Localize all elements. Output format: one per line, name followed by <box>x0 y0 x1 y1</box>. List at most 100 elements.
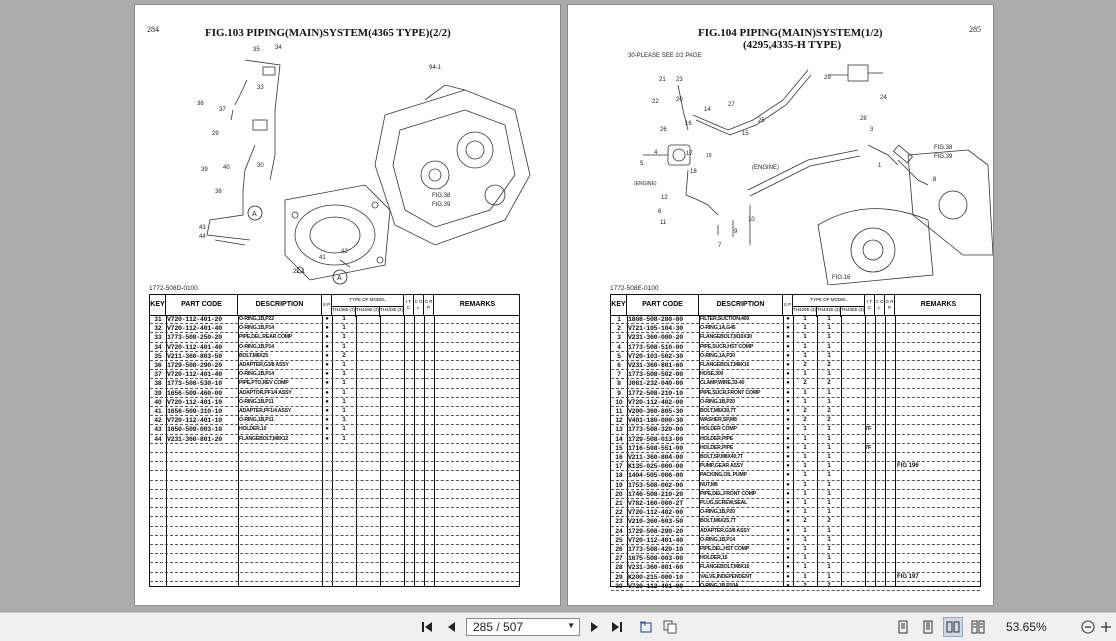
row-qty-1: 1 <box>803 325 807 332</box>
row-description: BOLT,SP,M8X40,7T <box>700 454 744 460</box>
row-description: FLANGEBOLT,M10X30 <box>700 334 752 341</box>
row-sp-mark: ● <box>786 527 790 534</box>
row-sp-mark: ● <box>786 325 790 332</box>
copy-icon[interactable] <box>660 618 680 636</box>
row-qty-1: 2 <box>803 362 807 368</box>
continuous-icon[interactable] <box>918 617 938 637</box>
row-key: 24 <box>615 527 623 535</box>
prev-page-icon[interactable] <box>442 618 460 636</box>
callout: 8 <box>933 177 937 183</box>
table-header: KEY PART CODE DESCRIPTION S P TYPE OF MO… <box>611 295 980 317</box>
exploded-diagram-left: A A <box>206 59 531 285</box>
marker-a-1: A <box>252 211 257 218</box>
table-row <box>150 508 519 518</box>
fig-ref: FIG.38 <box>934 145 953 151</box>
callout: 36 <box>197 101 204 107</box>
row-qty-1: 1 <box>342 435 346 442</box>
row-description: HOLDER,PIPE <box>700 444 733 451</box>
row-part-code: 1773-508-510-00 <box>628 343 683 351</box>
fig-ref: FIG.39 <box>934 154 953 160</box>
header-type-2: TH4295 (3) <box>356 307 380 317</box>
single-page-icon[interactable] <box>893 617 913 637</box>
row-part-code: K200-215-000-10 <box>628 573 683 581</box>
row-part-code: 1675-508-003-00 <box>628 555 683 563</box>
row-description: FLANGEBOLT,M8X16 <box>700 564 750 571</box>
row-sp-mark: ● <box>786 518 790 525</box>
row-itc: 7F <box>865 426 872 433</box>
callout: 22 <box>652 99 659 105</box>
row-qty-1: 1 <box>803 509 807 516</box>
right-page: 285 FIG.104 PIPING(MAIN)SYSTEM(1/2) (429… <box>567 4 994 606</box>
two-page-continuous-icon[interactable] <box>968 617 988 637</box>
row-qty-2: 1 <box>827 389 831 396</box>
row-sp-mark: ● <box>786 573 790 580</box>
callout: 29 <box>212 131 219 137</box>
row-qty-2: 1 <box>827 463 831 470</box>
row-description: FILTER,SUCTION,400 <box>700 316 750 322</box>
row-description: PIPE,DEL,FRONT COMP <box>700 490 757 497</box>
row-qty-2: 1 <box>827 454 831 460</box>
row-key: 15 <box>615 444 623 452</box>
callout: 28 <box>860 116 867 122</box>
callout: 41 <box>319 255 326 261</box>
zoom-in-icon[interactable] <box>1098 618 1114 636</box>
first-page-icon[interactable] <box>418 618 436 636</box>
next-page-icon[interactable] <box>586 618 604 636</box>
two-page-icon[interactable] <box>943 617 963 637</box>
row-key: 22 <box>615 509 623 517</box>
row-qty-2: 1 <box>827 546 831 552</box>
figure-title-right-line2: (4295,4335-H TYPE) <box>743 39 842 51</box>
callout: 9 <box>734 229 738 235</box>
row-sp-mark: ● <box>325 380 329 387</box>
row-part-code: V200-360-805-30 <box>628 408 683 415</box>
row-sp-mark: ● <box>786 490 790 497</box>
row-key: 44 <box>154 435 162 443</box>
zoom-out-icon[interactable] <box>1080 618 1096 636</box>
header-remarks: REMARKS <box>459 301 496 308</box>
row-qty-2: 1 <box>827 352 831 359</box>
page-number-select[interactable]: 285 / 507 ▼ <box>466 618 580 636</box>
row-part-code: V720-112-401-00 <box>628 582 683 590</box>
zoom-level[interactable]: 53.65% <box>1006 620 1047 634</box>
row-part-code: 1773-508-320-00 <box>628 426 683 434</box>
viewer-toolbar: 285 / 507 ▼ 53.65% <box>0 612 1116 641</box>
callout: 37 <box>219 107 226 113</box>
row-qty-2: 1 <box>827 472 831 479</box>
header-remarks: REMARKS <box>920 301 957 308</box>
row-key: 4 <box>617 343 621 351</box>
row-part-code: 1729-508-290-20 <box>167 362 222 369</box>
last-page-icon[interactable] <box>608 618 626 636</box>
row-description: O-RING,1B,P14 <box>239 325 274 332</box>
row-part-code: V210-360-603-50 <box>628 518 683 526</box>
note-text: 30-PLEASE SEE 2/2 PAGE <box>628 53 702 59</box>
header-itc: I T C <box>865 295 875 315</box>
row-sp-mark: ● <box>786 564 790 571</box>
row-description: HOLDER,10 <box>239 426 267 433</box>
callout: 35 <box>253 47 260 53</box>
row-qty-2: 1 <box>827 564 831 571</box>
row-part-code: V231-360-801-60 <box>628 362 683 369</box>
rotate-icon[interactable] <box>636 618 656 636</box>
table-row <box>150 444 519 453</box>
row-qty-1: 1 <box>803 352 807 359</box>
header-description: DESCRIPTION <box>238 295 322 315</box>
row-sp-mark: ● <box>786 472 790 479</box>
row-qty-1: 1 <box>803 454 807 460</box>
row-qty-1: 1 <box>803 546 807 552</box>
row-sp-mark: ● <box>325 435 329 442</box>
